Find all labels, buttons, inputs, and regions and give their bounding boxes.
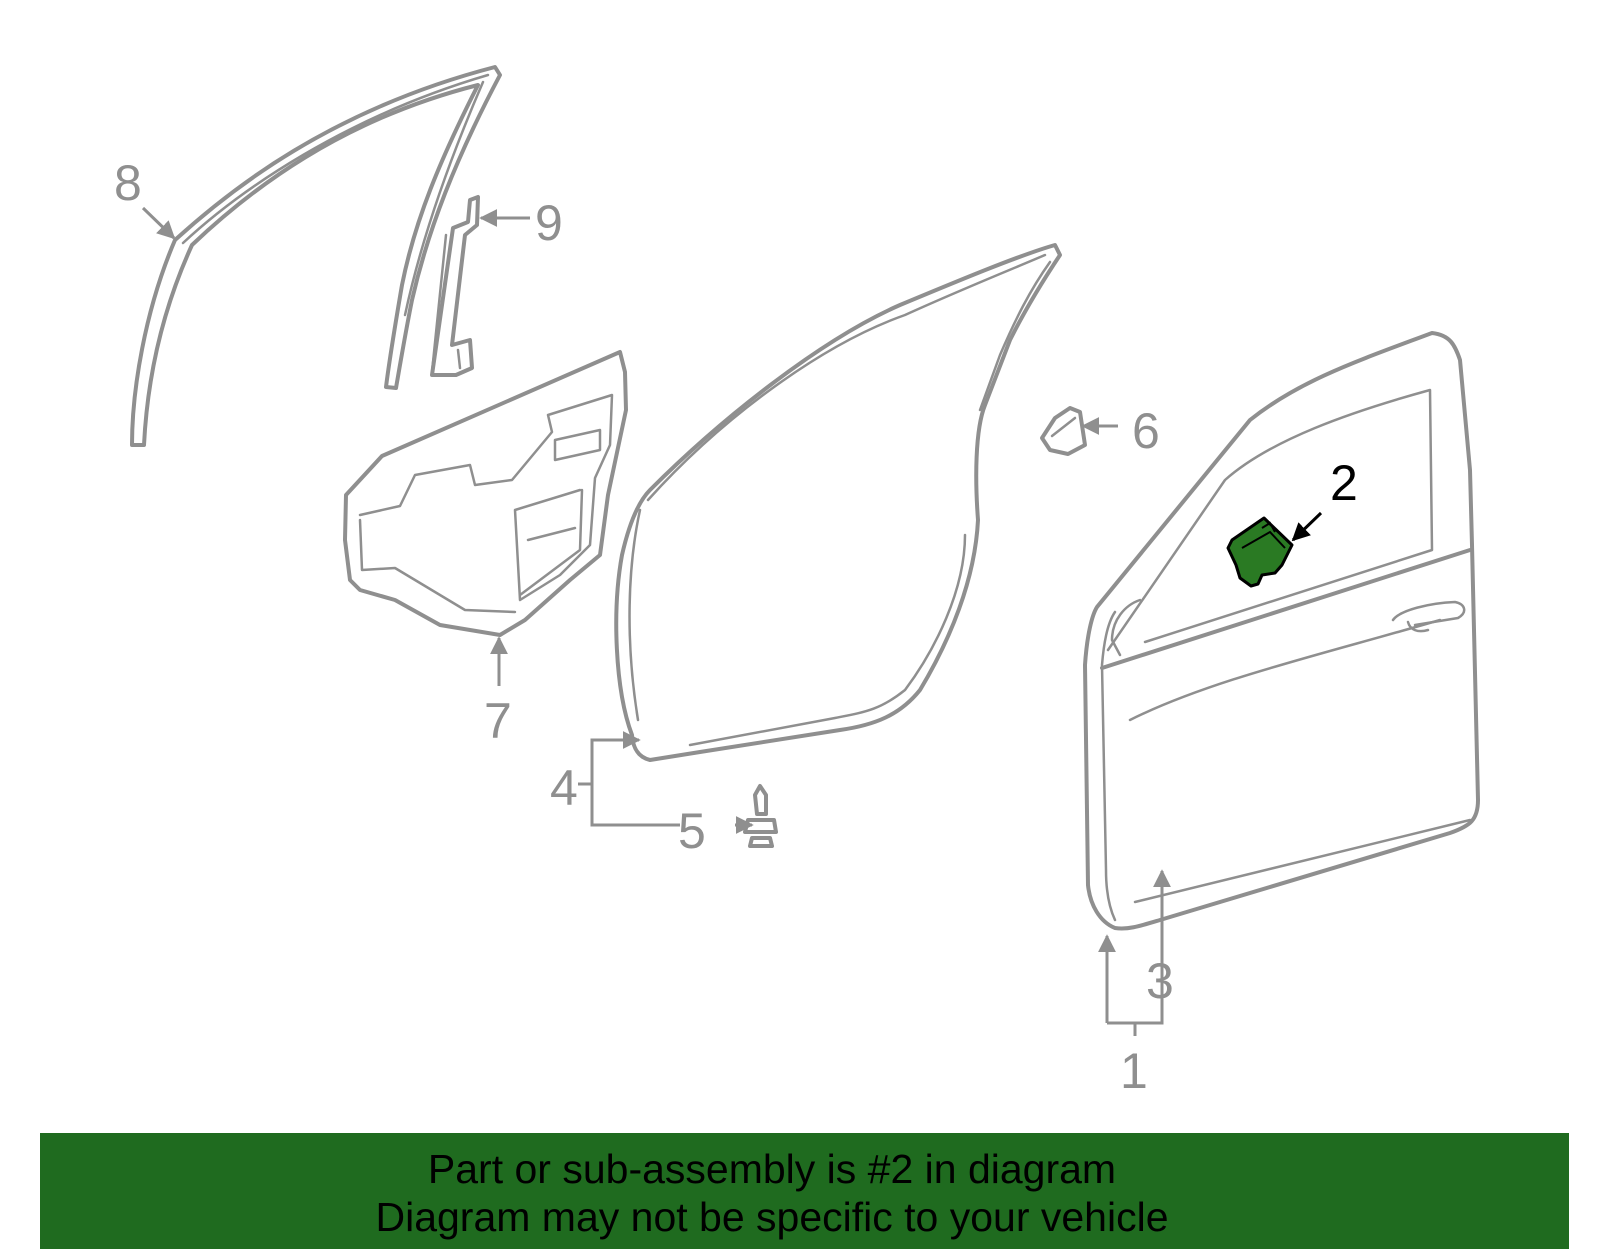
callout-2: 2 [1330, 455, 1358, 511]
banner-line-2: Diagram may not be specific to your vehi… [375, 1194, 1169, 1240]
part-8-door-frame-channel [130, 65, 502, 447]
callout-8: 8 [114, 155, 142, 211]
part-6-bracket [1040, 406, 1087, 456]
callout-4: 4 [550, 760, 578, 816]
part-2-highlighted-bracket [1226, 516, 1294, 588]
part-3-door-shell [1083, 331, 1480, 931]
part-5-clip [743, 784, 778, 848]
part-9-run-channel [430, 195, 480, 377]
part-4-weatherstrip [614, 243, 1062, 762]
leader-lines [141, 206, 1323, 1036]
callout-7: 7 [484, 693, 512, 749]
callout-3: 3 [1146, 953, 1174, 1009]
banner-line-1: Part or sub-assembly is #2 in diagram [427, 1146, 1117, 1192]
part-7-door-panel [343, 350, 628, 637]
callout-5: 5 [678, 803, 706, 859]
callout-6: 6 [1132, 403, 1160, 459]
info-banner: Part or sub-assembly is #2 in diagram Di… [40, 1133, 1569, 1249]
callout-1: 1 [1120, 1043, 1148, 1099]
callout-9: 9 [535, 195, 563, 251]
